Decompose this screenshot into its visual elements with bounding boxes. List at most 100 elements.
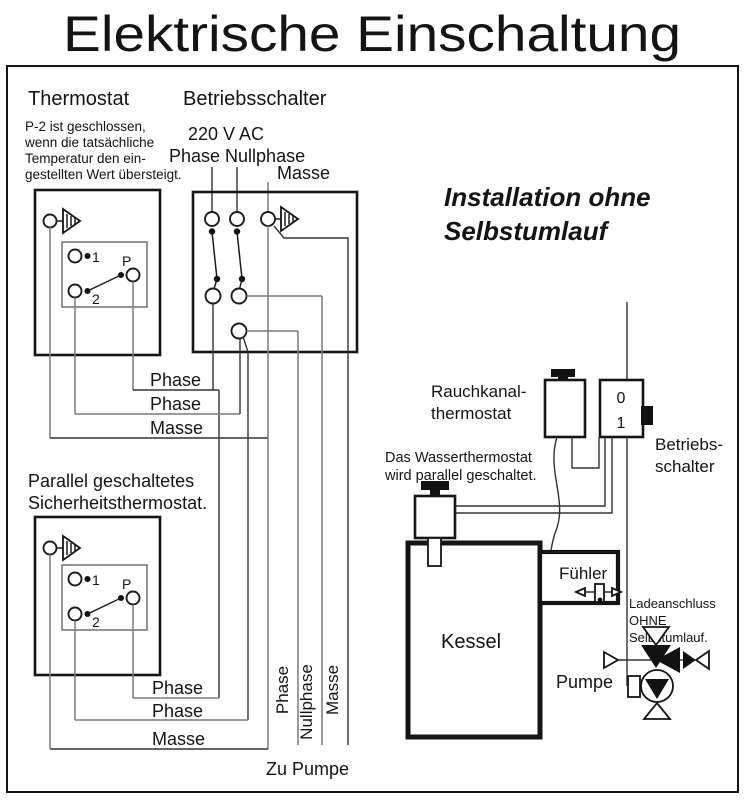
terminal-p-label: P [122,253,131,269]
pump-flange [627,675,641,698]
device-body [543,378,587,439]
betriebsschalter-label-line: Betriebs- [655,435,723,454]
pole1-link [213,278,218,290]
terminal-2-label: 2 [92,614,100,630]
pole2-link [238,278,243,290]
switched-phase-terminal [230,322,248,340]
knob-stem [430,488,440,496]
earth-ground-icon [275,205,300,233]
terminal-1-circle [67,571,83,587]
installation-heading: Installation ohne Selbstumlauf [444,182,651,246]
rauchkanal-thermostat-device [543,369,587,439]
left-schematic-headings: Thermostat P-2 ist geschlossen, wenn die… [24,88,330,183]
earth-ground-icon [42,207,82,235]
fuehler-enclosure [537,549,621,606]
rauchkanal-label-line: thermostat [431,404,512,423]
wiring [49,225,349,750]
safety-thermostat-heading: Parallel geschaltetes Sicherheitsthermos… [28,471,207,513]
wire-label-phase: Phase [152,678,203,698]
thermostat-note-line: gestellten Wert übersteigt. [25,167,182,182]
thermostat-note-line: Temperatur den ein- [25,151,146,166]
fuehler-label: Fühler [559,564,608,583]
rauchkanal-label-line: Rauchkanal- [431,382,526,401]
wire-label-phase: Phase [150,394,201,414]
terminal-p-circle [125,590,141,606]
outer-border [6,65,739,793]
bus-label-phase: Phase [273,666,292,714]
terminal-1-label: 1 [92,572,100,588]
terminal-1-circle [67,248,83,264]
wasserthermostat-cable [455,437,606,507]
sensor-tip [573,586,586,598]
thermostat-enclosure [33,515,162,677]
phase-nullphase-label: Phase Nullphase [169,146,305,166]
terminal-p-label: P [122,576,131,592]
thermostat-note-line: wenn die tatsächliche [24,135,154,150]
wire-switched-phase-drop [242,336,249,720]
thermostat-enclosure [33,188,162,357]
betriebsschalter-label-line: schalter [655,457,715,476]
sensor-contact [597,597,603,603]
contact-block [61,564,148,631]
bus-labels: Phase Nullphase Masse Zu Pumpe [266,664,349,779]
wasser-note-line: wird parallel geschaltet. [384,468,537,484]
terminal-1-contact [84,576,91,582]
installation-heading-line: Selbstumlauf [444,216,610,246]
terminal-p-circle [125,267,141,283]
pole1-out-terminal [204,287,222,305]
bus-label-nullphase: Nullphase [297,664,316,740]
installation-heading-line: Installation ohne [444,182,651,212]
safety-heading-line: Parallel geschaltetes [28,471,194,491]
terminal-1-contact [84,253,91,259]
wire-label-masse: Masse [152,729,205,749]
pole1-blade [211,231,218,280]
mid-wire-labels: Phase Phase Masse [150,370,203,438]
bottom-wire-labels: Phase Phase Masse [152,678,205,749]
wasser-note-line: Das Wasserthermostat [385,450,532,466]
switch-knob [641,406,653,425]
contact-block [61,241,148,308]
switch-position-1: 1 [617,415,626,432]
mains-switch-box [191,190,359,354]
pumpe-label: Pumpe [556,672,613,692]
sensor-icon [573,583,624,603]
right-installation-drawing: Rauchkanal- thermostat 0 1 Betriebs- sch… [384,302,723,740]
page-title: Elektrische Einschaltung [63,6,681,62]
kessel-label: Kessel [441,631,501,653]
wire-label-masse: Masse [150,418,203,438]
valve-body-icon [641,645,671,668]
switch-terminal [229,211,245,227]
ladeanschluss-line: OHNE [629,613,667,628]
thermostat-note-line: P-2 ist geschlossen, [25,119,146,134]
wire-label-phase: Phase [152,701,203,721]
ground-terminal-circle [42,213,58,229]
betriebsschalter-heading: Betriebsschalter [183,88,327,110]
ladeanschluss-line: Ladeanschluss [629,596,716,611]
terminal-2-circle [67,606,83,622]
shutoff-valve-left-icon [683,651,696,669]
wasserthermostat-device [413,481,457,540]
valve-port-right-icon [656,647,680,673]
earth-ground-icon [42,534,82,562]
terminal-2-label: 2 [92,291,100,307]
masse-terminal [260,211,276,227]
switch-terminal [204,211,220,227]
masse-bus [273,225,349,745]
switch-enclosure [191,190,359,354]
masse-feed-label: Masse [277,163,330,183]
knob-bar [421,481,449,490]
zu-pumpe-label: Zu Pumpe [266,759,349,779]
ground-terminal-circle [42,540,58,556]
terminal-2-circle [67,283,83,299]
switch-contact-blade [87,274,122,292]
fuehler-box: Fühler [537,549,624,606]
knob-bar [551,369,575,377]
operating-switch-device: 0 1 [598,378,653,439]
sensor-tip [611,586,624,598]
valve-port-left-icon [603,650,620,670]
thermostat-switch-link-wire [571,437,600,469]
pole2-blade [236,231,243,280]
shutoff-valve-right-icon [694,649,710,671]
